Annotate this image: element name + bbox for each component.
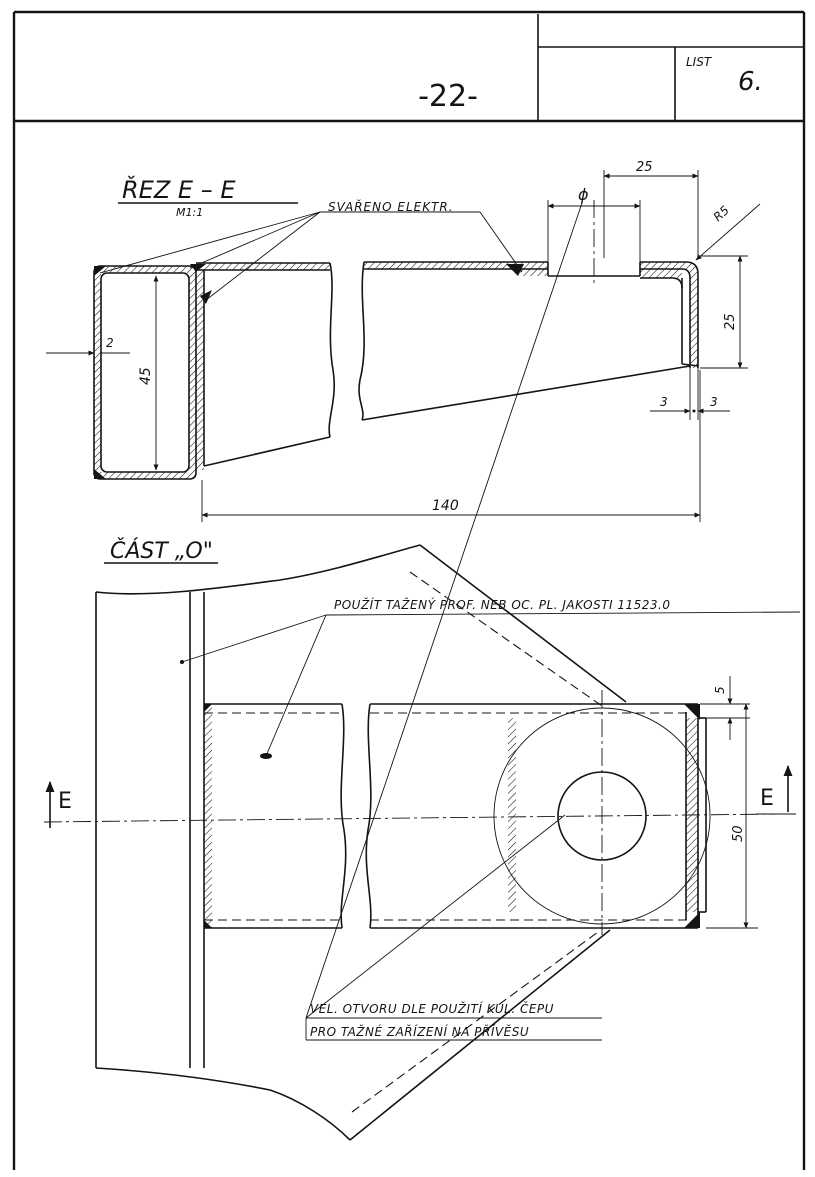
dim-edge-5: 5 xyxy=(700,676,750,740)
dim-hole-symbol: ϕ xyxy=(578,185,589,204)
drawing-frame xyxy=(12,10,806,1170)
hole-note-line2: PRO TAŽNÉ ZAŘÍZENÍ NA PŘÍVĚSU xyxy=(310,1024,529,1039)
section-line-e-e: E E xyxy=(43,764,796,828)
detail-o-view: ČÁST „O" xyxy=(43,202,801,1141)
page-number: -22- xyxy=(418,79,478,114)
material-note: POUŽÍT TAŽENÝ PROF. NEB OC. PL. JAKOSTI … xyxy=(334,597,671,612)
detail-title: ČÁST „O" xyxy=(110,538,213,564)
section-mark-left: E xyxy=(58,789,72,814)
dim-length-label: 140 xyxy=(432,498,459,514)
section-title: ŘEZ E – E xyxy=(122,175,236,204)
dim-height-45: 45 xyxy=(138,275,159,471)
base-plate xyxy=(95,544,627,1141)
dim-wall-2: 2 xyxy=(46,336,130,356)
dim-flange-height-label: 25 xyxy=(723,313,738,330)
plate-right xyxy=(358,261,699,421)
dim-edge-label: 5 xyxy=(713,686,727,694)
title-block: -22- LIST 6. xyxy=(418,14,804,121)
dim-radius-r5: R5 xyxy=(695,203,761,261)
dim-hole-diameter: ϕ xyxy=(547,185,641,262)
hole-note-group: VEL. OTVORU DLE POUŽITÍ KUL. ČEPU PRO TA… xyxy=(305,202,602,1041)
dim-flange-width-label: 25 xyxy=(636,160,653,175)
dim-height-label: 45 xyxy=(138,367,154,385)
section-scale: M1:1 xyxy=(176,206,203,219)
section-e-e-view: ŘEZ E – E M1:1 SVAŘENO ELEKTR. xyxy=(46,160,761,522)
drawbar-profile xyxy=(204,703,707,929)
sheet-label: LIST xyxy=(686,55,713,69)
section-mark-right: E xyxy=(760,786,774,811)
weld-note: SVAŘENO ELEKTR. xyxy=(328,199,454,214)
plate-left xyxy=(196,262,335,470)
dim-width-label: 50 xyxy=(731,825,746,842)
sheet-number: 6. xyxy=(738,67,763,97)
dim-gap-3-3: 3 3 xyxy=(650,395,730,414)
weld-leaders xyxy=(99,211,523,301)
material-note-group: POUŽÍT TAŽENÝ PROF. NEB OC. PL. JAKOSTI … xyxy=(180,597,801,759)
dim-length-140: 140 xyxy=(201,370,701,522)
pin-boss xyxy=(493,690,711,935)
dim-flange-height-25: 25 xyxy=(700,255,748,369)
dim-gap-right-label: 3 xyxy=(710,395,718,409)
dim-flange-width-25: 25 xyxy=(603,160,699,258)
dim-width-50: 50 xyxy=(706,703,758,929)
dim-gap-left-label: 3 xyxy=(660,395,668,409)
hole-note-line1: VEL. OTVORU DLE POUŽITÍ KUL. ČEPU xyxy=(310,1001,554,1016)
dim-radius-label: R5 xyxy=(711,203,732,224)
dim-wall-label: 2 xyxy=(106,336,114,350)
